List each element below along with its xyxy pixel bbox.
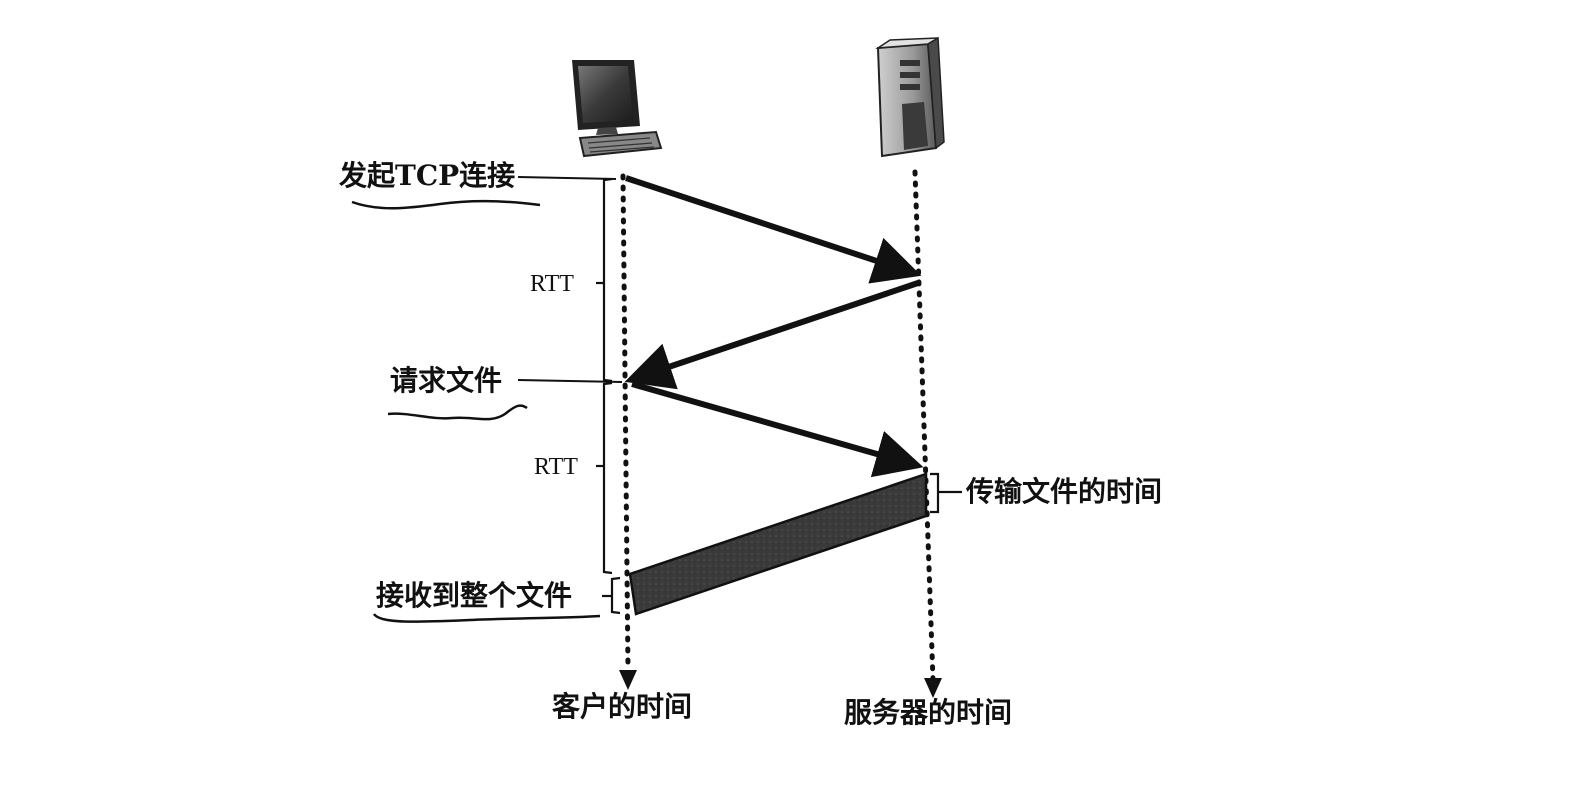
initiate-tcp-underline	[351, 199, 541, 210]
receive-file-label: 接收到整个文件	[376, 579, 572, 612]
transmit-time-label: 传输文件的时间	[965, 475, 1162, 508]
transmit-bracket	[930, 472, 962, 514]
initiate-tcp-label: 发起TCP连接	[338, 159, 515, 192]
request-file-leader	[517, 379, 623, 383]
server-tower-icon	[875, 36, 945, 158]
initiate-tcp-leader	[517, 176, 617, 180]
request-file-underline	[387, 404, 528, 421]
request-arrow	[631, 381, 924, 478]
rtt-label-1: RTT	[530, 271, 574, 297]
client-timeline-arrowhead	[619, 670, 637, 690]
computer-icon	[572, 60, 663, 158]
client-timeline	[620, 173, 631, 673]
server-time-label: 服务器的时间	[844, 696, 1012, 729]
rtt-bracket-1	[596, 177, 613, 383]
syn-ack-arrow	[624, 280, 919, 390]
rtt-label-2: RTT	[534, 454, 578, 480]
file-transfer-bar	[628, 472, 928, 616]
client-time-label: 客户的时间	[552, 690, 692, 723]
request-file-label: 请求文件	[390, 364, 502, 397]
receive-bracket	[602, 576, 621, 615]
receive-file-underline	[372, 613, 601, 623]
rtt-bracket-2	[596, 381, 613, 575]
server-timeline	[912, 169, 936, 683]
syn-arrow	[625, 175, 922, 284]
server-timeline-arrowhead	[924, 678, 942, 698]
